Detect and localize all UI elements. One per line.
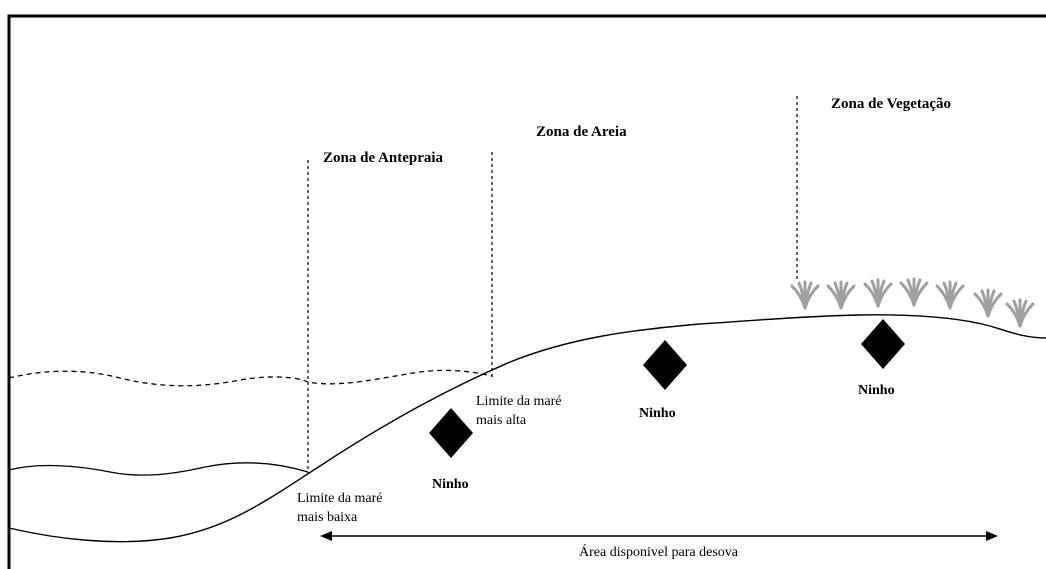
grass-blade	[912, 281, 929, 307]
nest-marker-2	[643, 340, 687, 390]
grass-blade	[1018, 302, 1035, 328]
grass-blade	[803, 284, 820, 310]
vegetation-tuft-icon	[973, 288, 1003, 318]
spawning-area-arrow-left-head	[320, 531, 332, 541]
zone-vegetation-label: Zona de Vegetação	[831, 96, 951, 112]
grass-blade	[948, 284, 965, 310]
vegetation-tuft-icon	[935, 280, 965, 310]
low-tide-label-line2: mais baixa	[297, 510, 358, 525]
nest-label-1: Ninho	[432, 477, 469, 492]
nest-marker-1	[429, 408, 473, 458]
nest-marker-3	[861, 319, 905, 369]
vegetation-tuft-icon	[863, 278, 893, 308]
grass-blade	[986, 292, 1003, 318]
nest-label-2: Ninho	[639, 406, 676, 421]
low-tide-water-line	[8, 462, 309, 476]
beach-profile-line	[8, 314, 1046, 543]
zone-foreshore-label: Zona de Antepraia	[323, 150, 444, 166]
vegetation-group	[790, 277, 1035, 328]
vegetation-tuft-icon	[1005, 298, 1035, 328]
low-tide-label-line1: Limite da maré	[297, 491, 383, 506]
diagram-frame	[7, 14, 1046, 569]
vegetation-tuft-icon	[790, 280, 820, 310]
high-tide-label-line2: mais alta	[476, 413, 527, 428]
high-tide-water-line	[8, 369, 493, 387]
vegetation-tuft-icon	[899, 277, 929, 307]
nest-label-3: Ninho	[858, 383, 895, 398]
vegetation-tuft-icon	[826, 280, 856, 310]
high-tide-label-line1: Limite da maré	[476, 394, 562, 409]
grass-blade	[839, 284, 856, 310]
spawning-area-arrow-right-head	[986, 531, 998, 541]
zone-sand-label: Zona de Areia	[536, 124, 627, 140]
spawning-area-label: Área disponivel para desova	[579, 543, 739, 560]
grass-blade	[876, 282, 893, 308]
